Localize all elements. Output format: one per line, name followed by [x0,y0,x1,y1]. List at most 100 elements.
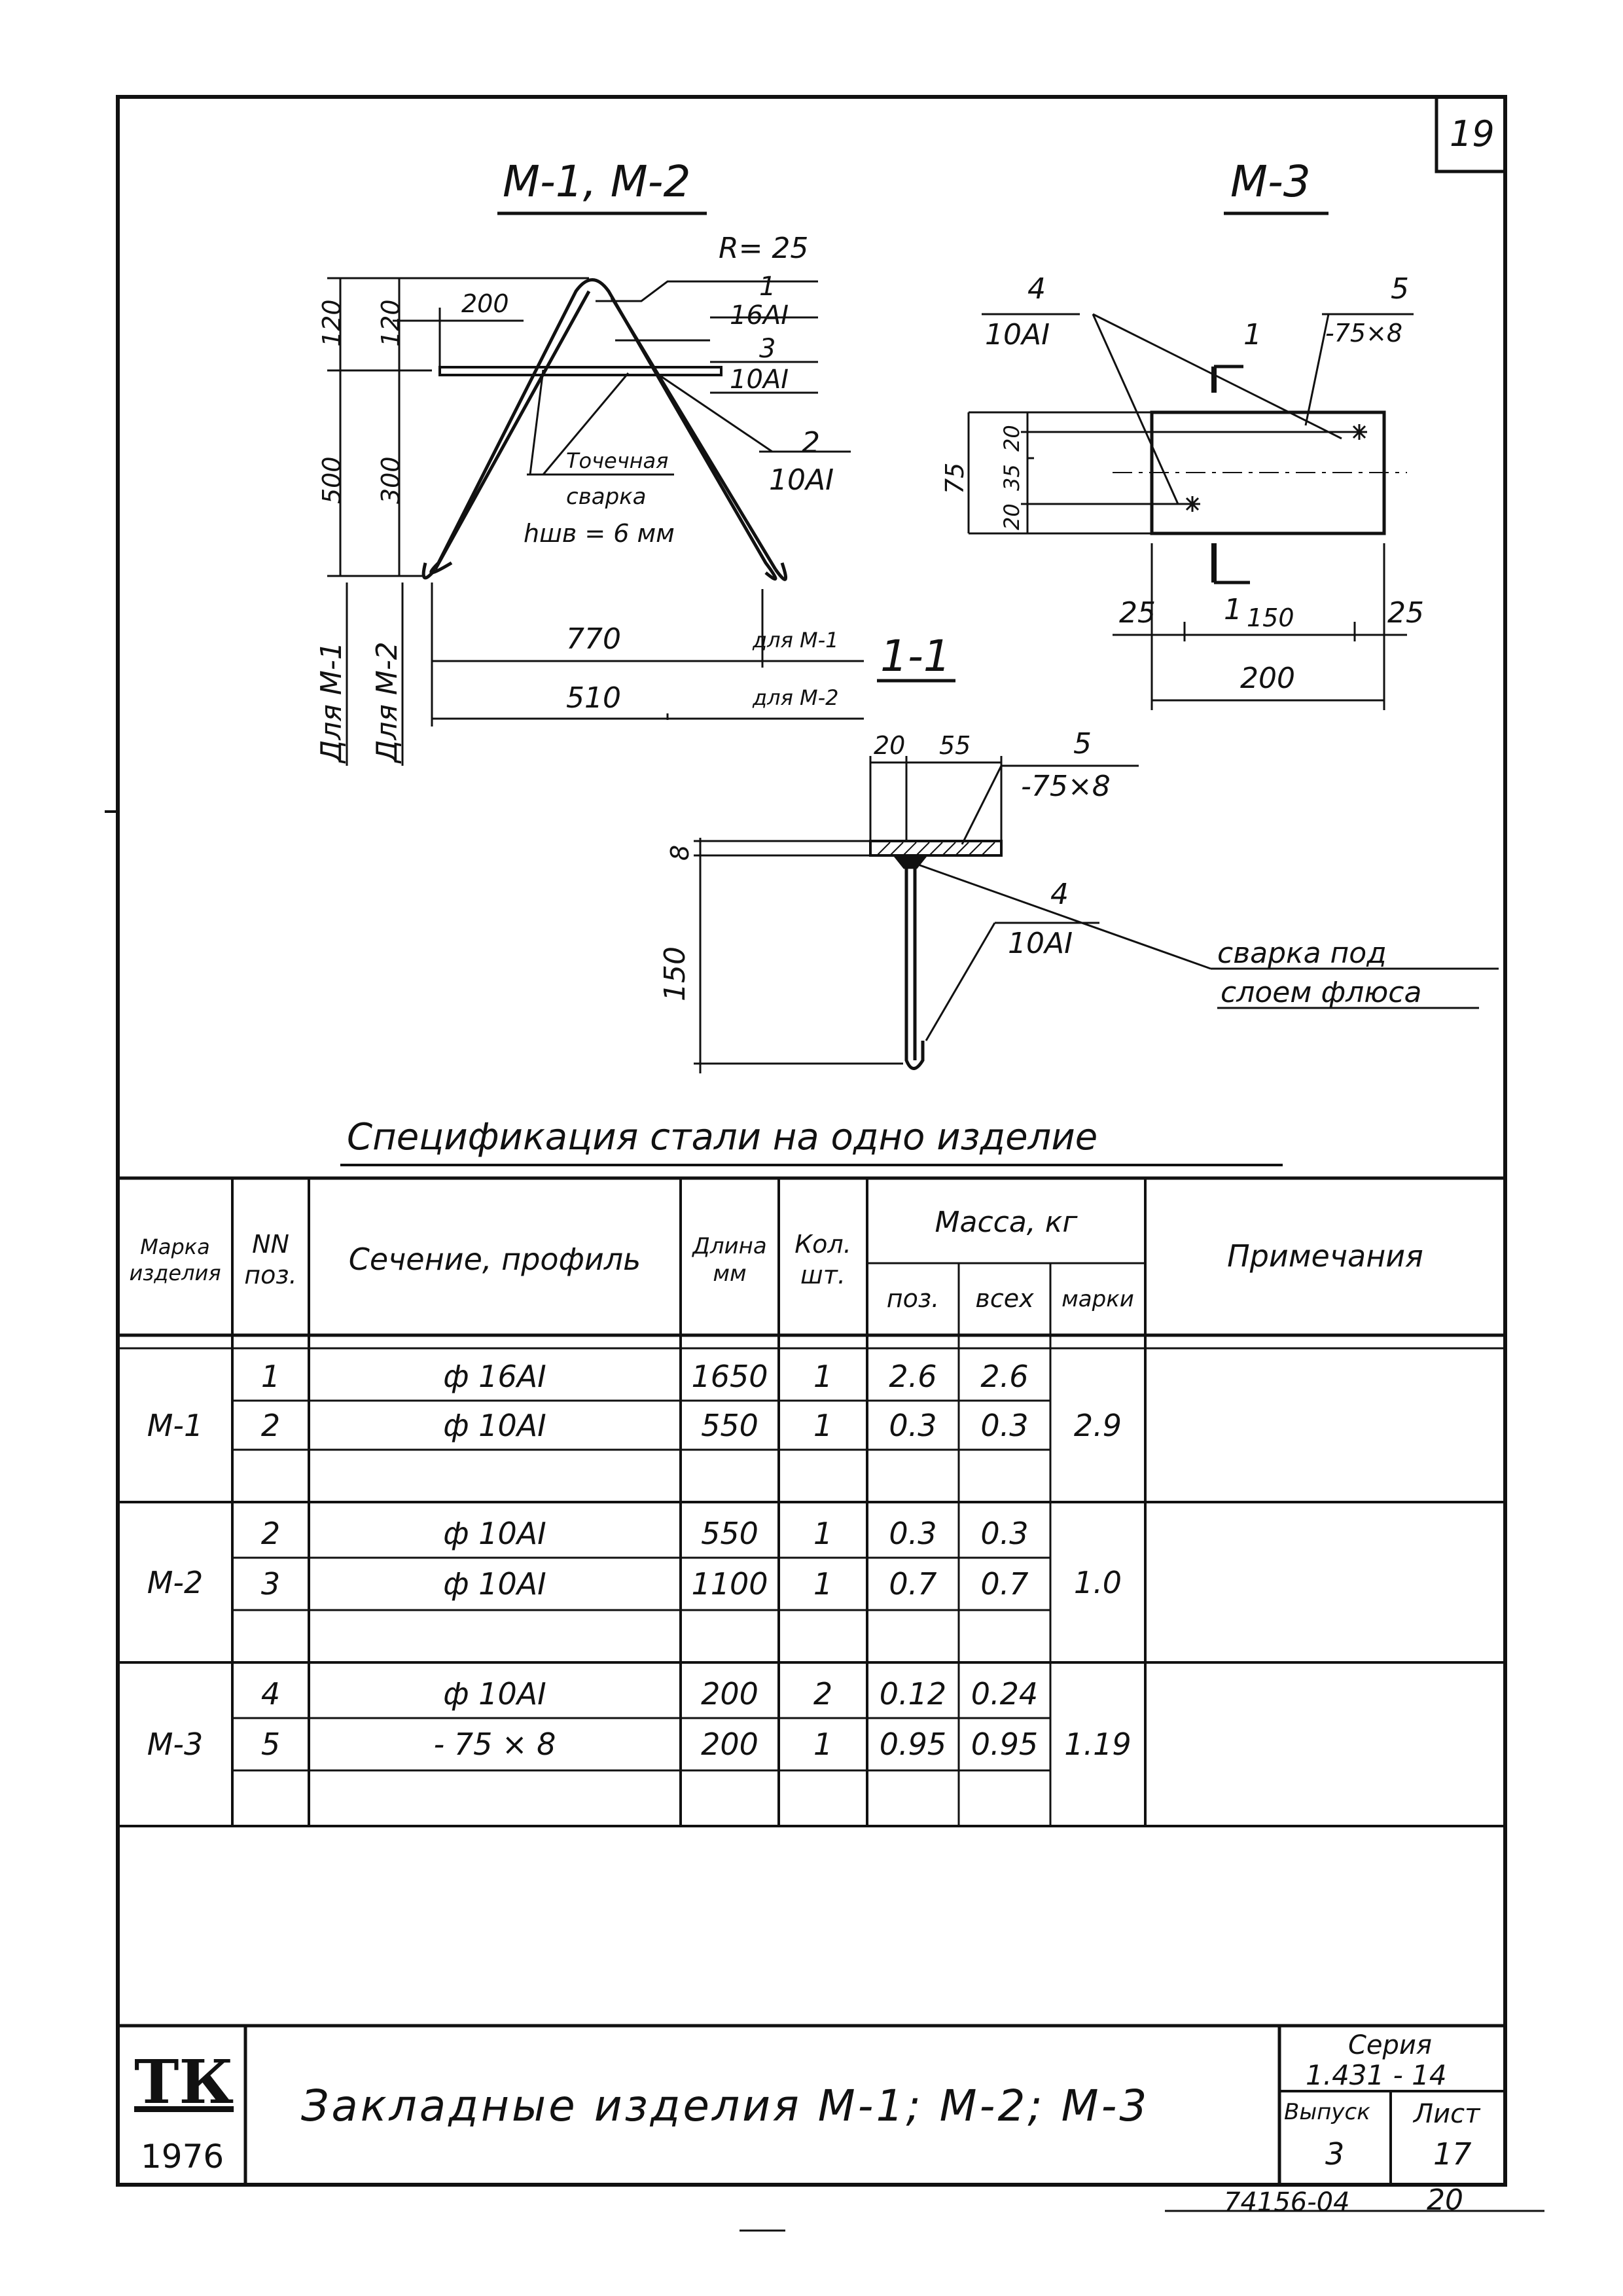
cell-length: 550 [701,1515,758,1551]
m3-dim-25b: 25 [1387,596,1424,630]
sheet-corner-number: 19 [1450,113,1495,154]
cell-pos: 2 [260,1407,281,1443]
sec-weld-1: сварка под [1217,937,1387,970]
sec-dim-20: 20 [874,731,906,760]
cell-mass-all: 0.95 [971,1727,1039,1762]
cell-mass-pos: 0.3 [889,1407,937,1443]
m12-dim-120b: 120 [376,299,405,347]
cell-pos: 5 [260,1727,281,1762]
cell-mass-pos: 2.6 [889,1358,937,1394]
m3-dim-75: 75 [940,462,969,494]
vert-for-m2: Для М-2 [370,641,404,762]
cell-qty: 1 [813,1358,833,1394]
cell-mass-pos: 0.7 [889,1566,937,1602]
footer-page: 20 [1427,2183,1463,2217]
m3-dim-200: 200 [1240,662,1295,695]
m3-leader5-pos: 5 [1391,272,1409,306]
cell-mass-pos: 0.95 [879,1727,947,1762]
cell-qty: 1 [813,1407,833,1443]
m12-leader2-pos: 2 [802,426,820,459]
m3-dim-150: 150 [1247,603,1294,632]
cell-length: 200 [701,1676,758,1712]
m3-section-mark-bottom: 1 [1224,593,1242,626]
weld-label-1: Точечная [566,448,669,473]
row-mark-mass: 1.0 [1073,1564,1122,1600]
m3-leader4-profile: 10АI [985,318,1050,351]
m3-section-mark-top: 1 [1243,318,1262,351]
sheet-value: 17 [1433,2136,1472,2172]
hdr-notes: Примечания [1227,1238,1423,1274]
cell-mass-all: 2.6 [980,1358,1029,1394]
m12-dim-200: 200 [461,289,509,318]
cell-mass-all: 0.3 [980,1407,1029,1443]
hdr-mass-mark: марки [1061,1285,1134,1312]
cell-section: ф 10АI [443,1676,546,1712]
cell-pos: 2 [260,1515,281,1551]
row-mark: М-3 [147,1727,204,1762]
m12-radius: R= 25 [719,232,809,265]
m3-drawing [967,211,1414,710]
cell-pos: 4 [260,1676,281,1712]
sec-dim-55: 55 [939,731,971,760]
cell-length: 1100 [691,1566,768,1602]
m3-leader4-pos: 4 [1027,272,1046,306]
m12-dim-500: 500 [317,456,346,504]
sec-leader4-profile: 10АI [1008,927,1073,960]
m12-leader3-profile: 10АI [730,365,789,395]
sec-dim-8: 8 [666,844,694,861]
issue-label: Выпуск [1284,2099,1370,2125]
m12-drawing [327,211,864,766]
hdr-mass-pos: поз. [886,1284,940,1314]
m12-leader3-pos: 3 [759,334,776,364]
m3-dim-25a: 25 [1119,596,1156,630]
cell-qty: 1 [813,1727,833,1762]
cell-section: ф 10АI [443,1566,546,1602]
series-value: 1.431 - 14 [1306,2059,1447,2091]
title-block-grid [118,2024,1544,2232]
row-mark-mass: 1.19 [1064,1727,1132,1762]
tk-year: 1976 [141,2138,224,2176]
cell-length: 1650 [691,1358,768,1394]
m3-dim-35: 35 [999,464,1024,491]
document-title: Закладные изделия М-1; М-2; М-3 [301,2081,1150,2131]
m12-dim-510: 510 [566,681,621,715]
row-mark: М-2 [147,1564,204,1600]
m3-dim-20a: 20 [999,425,1024,452]
row-mark: М-1 [147,1407,204,1443]
cell-mass-all: 0.24 [971,1676,1039,1712]
issue-value: 3 [1325,2136,1345,2172]
m12-for-m1: для М-1 [753,628,839,653]
cell-qty: 1 [813,1515,833,1551]
section-drawing [694,679,1499,1073]
m12-leader2-profile: 10АI [769,463,834,497]
cell-section: ф 10АI [443,1407,546,1443]
sheet-label: Лист [1414,2099,1480,2129]
m12-for-m2: для М-2 [753,685,839,710]
sec-leader4-pos: 4 [1050,878,1069,911]
footer-code: 74156-04 [1224,2187,1350,2217]
sec-weld-2: слоем флюса [1221,976,1422,1009]
m12-dim-120a: 120 [317,299,346,347]
weld-label-3: hшв = 6 мм [524,519,675,548]
m12-leader1-pos: 1 [759,272,776,302]
hdr-section: Сечение, профиль [348,1242,641,1278]
cell-mass-pos: 0.3 [889,1515,937,1551]
cell-qty: 1 [813,1566,833,1602]
cell-mass-all: 0.3 [980,1515,1029,1551]
hdr-mass-all: всех [975,1284,1034,1314]
hdr-mass: Масса, кг [935,1206,1078,1239]
series-label: Серия [1348,2030,1432,2060]
sec-leader5-profile: -75×8 [1021,770,1111,803]
hdr-pos: NN поз. [244,1229,297,1290]
weld-label-2: сварка [566,484,647,510]
cell-section: ф 10АI [443,1515,546,1551]
m12-dim-300: 300 [376,456,405,504]
section-title: 1-1 [880,631,951,681]
m12-leader1-profile: 16АI [730,300,789,331]
hdr-mark: Марка изделия [129,1234,221,1285]
sec-leader5-pos: 5 [1073,727,1092,761]
cell-mass-pos: 0.12 [879,1676,947,1712]
cell-length: 550 [701,1407,758,1443]
cell-section: ф 16АI [443,1358,546,1394]
